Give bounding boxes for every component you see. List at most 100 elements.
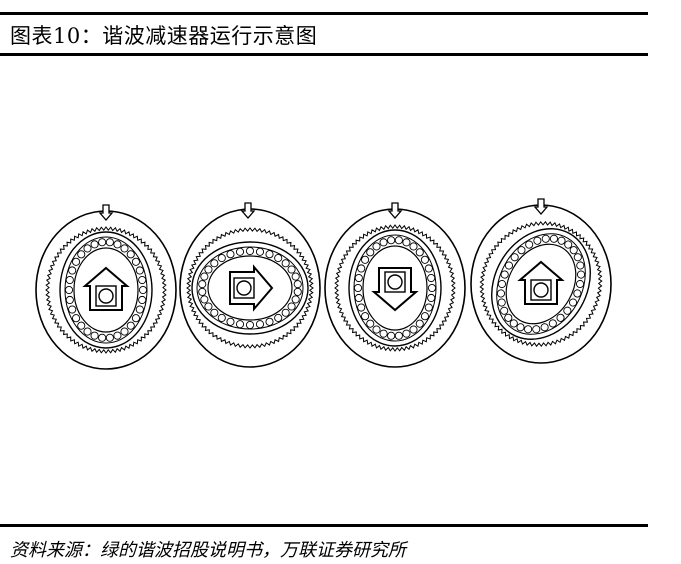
bearing-ball [575, 279, 585, 289]
bearing-ball [504, 261, 514, 270]
bearing-ball [564, 240, 573, 249]
bearing-ball [204, 302, 213, 311]
bearing-ball [135, 305, 144, 314]
bearing-ball [200, 272, 209, 281]
bearing-ball [361, 312, 370, 321]
bearing-ball [556, 313, 565, 322]
bearing-ball [235, 247, 245, 256]
bearing-ball [98, 333, 107, 342]
title-underline [0, 53, 648, 56]
bearing-ball [83, 244, 92, 253]
bearing-ball [366, 248, 375, 257]
bearing-ball [372, 242, 381, 251]
bearing-ball [72, 257, 81, 266]
bearing-ball [210, 308, 219, 317]
bearing-ball [497, 298, 506, 307]
bearing-ball [357, 264, 366, 273]
bearing-ball [409, 325, 418, 334]
bearing-ball [90, 331, 99, 340]
bearing-ball [72, 314, 81, 323]
direction-arrow-up [82, 266, 130, 311]
bearing-ball [509, 319, 518, 328]
bearing-ball [126, 321, 135, 330]
bearing-ball [517, 246, 526, 255]
bearing-ball [573, 253, 582, 262]
position-marker-icon [240, 202, 256, 219]
top-rule [0, 12, 648, 15]
bearing-ball [361, 255, 370, 264]
bearing-ball [68, 305, 77, 314]
bearing-ball [354, 293, 363, 303]
bearing-ball [120, 327, 129, 336]
bearing-ball [105, 333, 114, 342]
bearing-ball [135, 266, 144, 275]
bearing-ball [500, 270, 509, 279]
bearing-ball [394, 236, 403, 245]
bearing-ball [524, 325, 533, 334]
bearing-ball [287, 265, 296, 274]
bearing-ball [541, 234, 550, 243]
bearing-ball [415, 319, 424, 328]
bearing-ball [98, 238, 107, 247]
bearing-ball [265, 250, 274, 259]
bearing-ball [379, 238, 388, 247]
position-marker-icon [387, 202, 403, 219]
bearing-ball [274, 254, 283, 263]
bearing-ball [569, 246, 578, 255]
bearing-ball [354, 273, 363, 283]
bearing-ball [427, 283, 437, 293]
shaft-hole [387, 274, 403, 290]
bearing-ball [113, 331, 122, 340]
bearing-ball [198, 287, 207, 296]
shaft-hole [98, 288, 114, 304]
bearing-ball [497, 279, 507, 289]
bearing-ball [65, 295, 74, 305]
bearing-ball [68, 266, 77, 275]
bearing-ball [293, 287, 302, 296]
bearing-ball [424, 303, 433, 312]
bearing-ball [200, 295, 209, 304]
source-note: 资料来源：绿的谐波招股说明书，万联证券研究所 [10, 540, 406, 561]
bearing-ball [217, 254, 226, 263]
reducer-stage-4 [470, 198, 612, 364]
bearing-ball [65, 275, 74, 285]
bearing-ball [504, 313, 513, 322]
bearing-ball [427, 273, 436, 283]
bearing-ball [293, 280, 302, 289]
bearing-ball [287, 302, 296, 311]
bottom-rule [0, 524, 648, 527]
bearing-ball [357, 303, 366, 312]
bearing-ball [255, 247, 265, 256]
bearing-ball [415, 248, 424, 257]
bearing-ball [217, 313, 226, 322]
bearing-ball [387, 331, 396, 340]
bearing-ball [138, 285, 148, 295]
bearing-ball [420, 312, 429, 321]
bearing-ball [210, 259, 219, 268]
bearing-ball [549, 234, 558, 243]
bearing-ball [557, 236, 566, 245]
bearing-ball [576, 270, 586, 279]
bearing-ball [131, 314, 140, 323]
bearing-ball [409, 242, 418, 251]
bearing-ball [540, 323, 549, 332]
bearing-ball [265, 317, 274, 326]
direction-arrow-up [517, 260, 565, 305]
bearing-ball [198, 280, 207, 289]
bearing-ball [281, 259, 290, 268]
bearing-ball [274, 313, 283, 322]
bearing-ball [255, 320, 265, 329]
reducer-stage-3 [324, 202, 466, 368]
direction-arrow-right [229, 264, 274, 312]
figure-title: 图表10：谐波减速器运行示意图 [10, 24, 318, 48]
bearing-ball [138, 275, 147, 285]
reducer-stage-2 [179, 202, 321, 368]
bearing-ball [402, 238, 411, 247]
bearing-ball [83, 327, 92, 336]
direction-arrow-down [371, 267, 419, 312]
bearing-ball [291, 295, 300, 304]
flexspline [348, 229, 442, 347]
bearing-ball [532, 325, 541, 334]
